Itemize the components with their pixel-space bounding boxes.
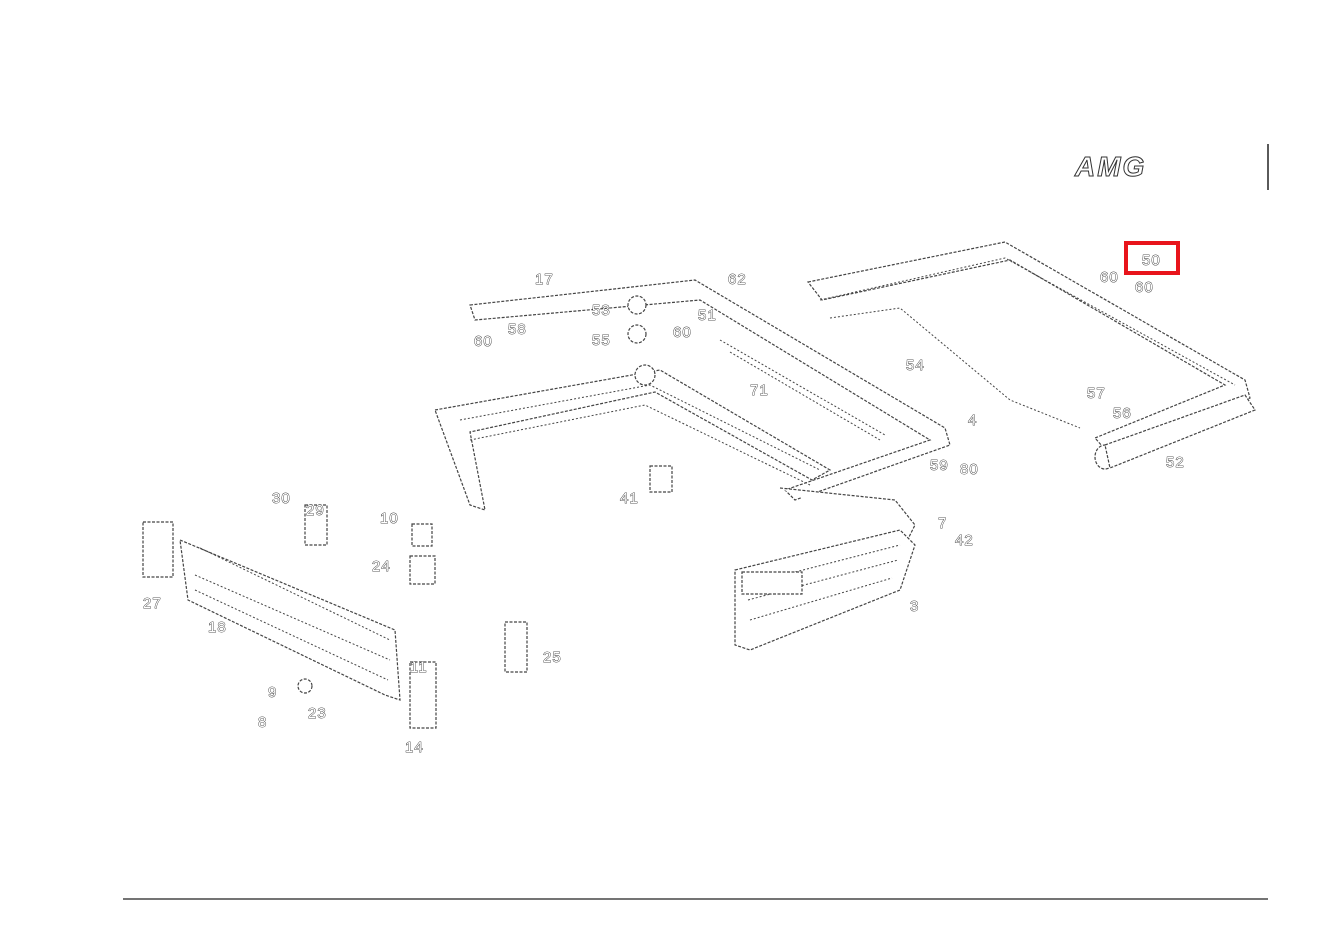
callout-8: 8 — [258, 714, 267, 731]
callout-18: 18 — [208, 619, 227, 636]
callout-57: 57 — [1087, 385, 1106, 402]
callout-53: 53 — [592, 302, 611, 319]
callout-60-b: 60 — [673, 324, 692, 341]
amg-logo-text: AMG — [1074, 151, 1146, 182]
callout-14: 14 — [405, 739, 424, 756]
callout-54: 54 — [906, 357, 925, 374]
callout-17: 17 — [535, 271, 554, 288]
callout-9: 9 — [268, 684, 277, 701]
callout-42: 42 — [955, 532, 974, 549]
callout-24: 24 — [372, 558, 391, 575]
lower-frame-part — [734, 529, 916, 651]
callout-30: 30 — [272, 490, 291, 507]
callout-4: 4 — [968, 412, 977, 429]
callout-3: 3 — [910, 598, 919, 615]
highlight-label: 50 — [1142, 252, 1161, 269]
callout-51: 51 — [698, 307, 717, 324]
callout-55: 55 — [592, 332, 611, 349]
callout-52: 52 — [1166, 454, 1185, 471]
callout-23: 23 — [308, 705, 327, 722]
callout-56: 56 — [1113, 405, 1132, 422]
amg-logo: AMG — [1074, 144, 1269, 190]
callout-7: 7 — [938, 515, 947, 532]
callout-11: 11 — [410, 659, 428, 676]
callout-71: 71 — [750, 382, 769, 399]
callout-59: 59 — [930, 457, 949, 474]
highlighted-callout[interactable]: 50 — [1124, 241, 1180, 275]
callout-25: 25 — [543, 649, 562, 666]
callout-60-a: 60 — [474, 333, 493, 350]
rear-frame-part — [806, 241, 1256, 470]
middle-frame-part — [434, 279, 951, 546]
callout-29: 29 — [306, 502, 325, 519]
callout-27: 27 — [143, 595, 162, 612]
highlight-box[interactable] — [1124, 241, 1180, 275]
callout-10: 10 — [380, 510, 399, 527]
callout-80: 80 — [960, 461, 979, 478]
callout-58: 58 — [508, 321, 527, 338]
callout-41: 41 — [620, 490, 639, 507]
callout-60-c: 60 — [1135, 279, 1154, 296]
callout-60-d: 60 — [1100, 269, 1119, 286]
callout-labels: 17 62 53 60 58 55 60 51 54 71 57 4 59 80… — [143, 269, 1185, 757]
front-assembly-part — [142, 504, 528, 729]
callout-62: 62 — [728, 271, 747, 288]
